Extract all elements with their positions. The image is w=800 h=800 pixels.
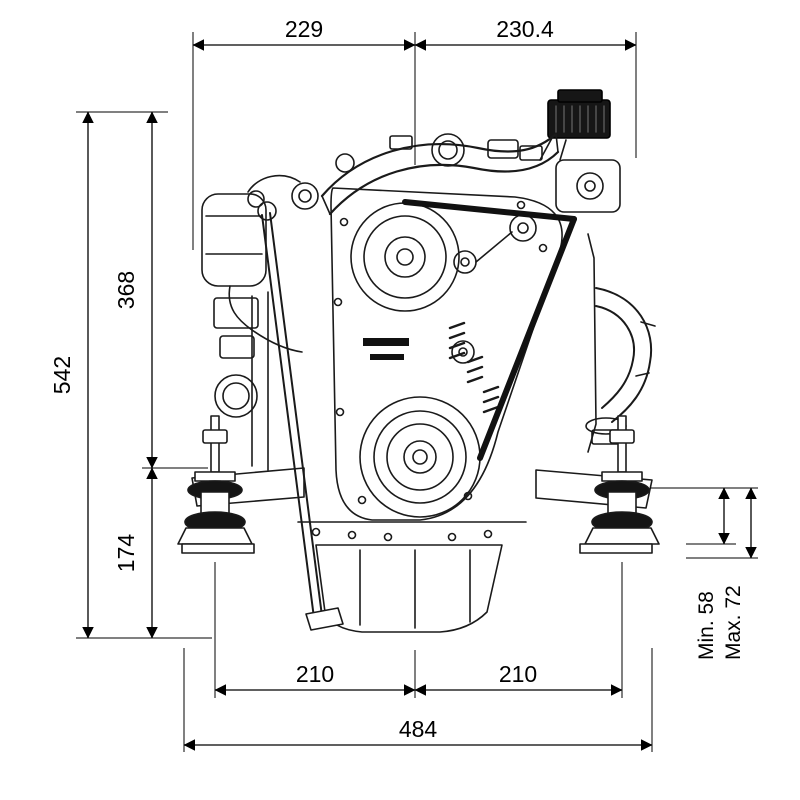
timing-cover (330, 187, 563, 521)
pump-pulley (291, 182, 319, 210)
upper-pulley (350, 202, 460, 312)
intake-pipe (320, 132, 558, 198)
tensioner-pulley (509, 214, 537, 242)
oil-filter (214, 374, 258, 418)
dim-label-upper-height: 368 (113, 271, 139, 309)
idler-pulley (453, 250, 477, 274)
drive-belt (402, 199, 577, 461)
dipstick-rod (257, 201, 344, 631)
dim-label-bottom-right: 210 (499, 661, 537, 687)
dim-label-lower-height: 174 (113, 534, 139, 573)
extension-lines (76, 32, 758, 752)
right-engine-mount (579, 415, 660, 554)
right-mount-nut (609, 429, 635, 444)
mounting-brackets (191, 467, 653, 509)
alternator (555, 159, 621, 453)
dim-label-overall-height: 542 (49, 356, 75, 394)
vent-slots (448, 321, 466, 360)
dim-label-top-right: 230.4 (496, 16, 554, 42)
lifting-eye (335, 153, 355, 173)
air-filter-box (547, 99, 611, 139)
left-engine-mount (177, 415, 255, 554)
dim-label-top-left: 229 (285, 16, 323, 42)
dim-label-mount-min: Min. 58 (695, 591, 718, 660)
left-mount-nut (202, 429, 228, 444)
engine-top-assembly (247, 89, 611, 216)
coolant-hose (228, 285, 253, 331)
dim-label-overall-width: 484 (399, 716, 438, 742)
crankshaft-pulley (359, 396, 481, 518)
dimension-lines (82, 39, 757, 751)
dim-label-bottom-left: 210 (296, 661, 334, 687)
dimension-annotations: 229 230.4 542 368 174 210 210 484 Min. 5… (49, 16, 758, 752)
engine-illustration (177, 89, 660, 633)
dim-label-mount-max: Max. 72 (722, 585, 745, 660)
filler-cap (247, 190, 265, 208)
